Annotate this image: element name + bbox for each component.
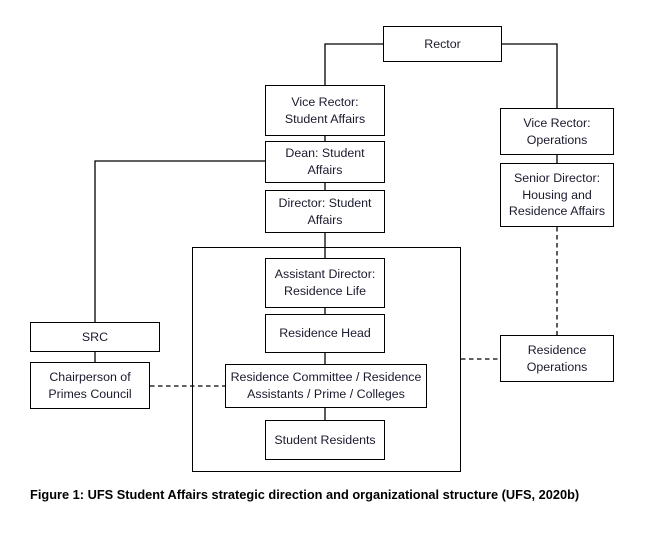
node-director-student-affairs[interactable]: Director: Student Affairs <box>265 190 385 233</box>
figure-caption: Figure 1: UFS Student Affairs strategic … <box>30 487 580 502</box>
org-chart: Rector Vice Rector: Student Affairs Dean… <box>30 26 614 472</box>
node-rector[interactable]: Rector <box>383 26 502 62</box>
node-vice-rector-student-affairs[interactable]: Vice Rector: Student Affairs <box>265 85 385 136</box>
node-assistant-director-residence-life[interactable]: Assistant Director: Residence Life <box>265 258 385 308</box>
node-student-residents[interactable]: Student Residents <box>265 420 385 460</box>
node-dean-student-affairs[interactable]: Dean: Student Affairs <box>265 141 385 183</box>
edge-rector-to-vice-rector-operations <box>502 43 558 108</box>
node-residence-head[interactable]: Residence Head <box>265 314 385 353</box>
node-src[interactable]: SRC <box>30 322 160 352</box>
node-senior-director-housing[interactable]: Senior Director: Housing and Residence A… <box>500 163 614 227</box>
node-residence-committee[interactable]: Residence Committee / Residence Assistan… <box>225 364 427 408</box>
node-vice-rector-operations[interactable]: Vice Rector: Operations <box>500 108 614 155</box>
node-chairperson-primes-council[interactable]: Chairperson of Primes Council <box>30 362 150 409</box>
node-residence-operations[interactable]: Residence Operations <box>500 335 614 382</box>
edge-rector-to-vice-rector-student-affairs <box>324 43 383 85</box>
residence-life-group-box <box>192 247 461 472</box>
